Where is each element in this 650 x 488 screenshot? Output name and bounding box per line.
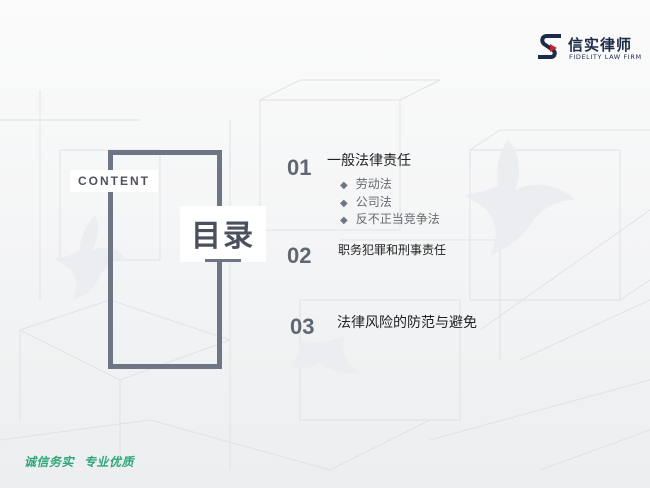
toc-title-box: 目录 (180, 206, 266, 262)
diamond-bullet-icon: ◆ (340, 215, 348, 226)
item-title: 职务犯罪和刑事责任 (338, 243, 447, 257)
item-title: 法律风险的防范与避免 (337, 315, 477, 331)
item-title: 一般法律责任 (327, 153, 411, 169)
item-number: 03 (290, 314, 315, 339)
slogan: 诚信务实专业优质 (24, 453, 134, 470)
item-number: 01 (287, 155, 312, 180)
sub-item-label: 公司法 (355, 195, 392, 209)
sub-item-label: 劳动法 (355, 177, 392, 191)
diamond-bullet-icon: ◆ (340, 180, 348, 191)
sub-item: ◆ 公司法 (340, 193, 392, 210)
sub-item-label: 反不正当竞争法 (355, 212, 440, 226)
slogan-part: 专业优质 (84, 455, 135, 469)
slogan-part: 诚信务实 (24, 455, 75, 469)
logo-name-cn: 信实律师 (568, 36, 633, 54)
toc-title: 目录 (191, 219, 255, 254)
item-number: 02 (287, 243, 312, 268)
toc-title-underline (205, 259, 241, 262)
logo-name-en: FIDELITY LAW FIRM (569, 53, 642, 61)
logo-mark-icon (538, 34, 561, 59)
diamond-bullet-icon: ◆ (340, 198, 348, 209)
firm-logo: 信实律师 FIDELITY LAW FIRM (538, 33, 641, 63)
sub-item: ◆ 反不正当竞争法 (340, 210, 440, 227)
sub-item: ◆ 劳动法 (340, 175, 392, 192)
content-label: CONTENT (70, 170, 158, 192)
